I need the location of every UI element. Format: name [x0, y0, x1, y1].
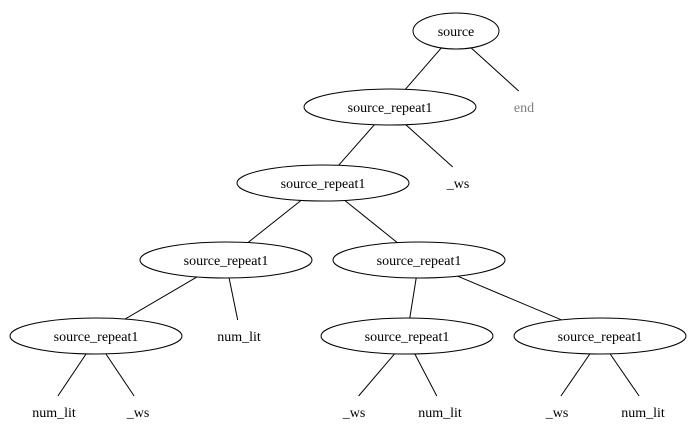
tree-node-ellipse: [236, 164, 410, 202]
tree-node-label: num_lit: [418, 406, 462, 421]
tree-leaf: end: [514, 101, 534, 116]
tree-node-label: end: [514, 101, 534, 116]
tree-node: source_repeat1: [303, 88, 477, 126]
tree-node-label: source: [438, 25, 475, 40]
tree-edges: [57, 47, 640, 397]
tree-edge: [405, 124, 454, 168]
tree-edge: [344, 200, 398, 243]
tree-leaf: _ws: [446, 177, 470, 192]
tree-node-label: _ws: [446, 177, 470, 192]
tree-node-label: source_repeat1: [184, 254, 269, 269]
tree-edge: [228, 277, 239, 321]
tree-node-label: source_repeat1: [365, 330, 450, 345]
tree-edge: [247, 200, 302, 243]
tree-edge: [609, 353, 640, 397]
tree-node-ellipse: [139, 241, 313, 279]
tree-edge: [57, 353, 87, 397]
tree-node-ellipse: [332, 241, 506, 279]
tree-node-label: source_repeat1: [281, 177, 366, 192]
tree-leaf: num_lit: [418, 406, 462, 421]
tree-leaf: num_lit: [32, 406, 76, 421]
tree-leaf: num_lit: [217, 330, 261, 345]
tree-edge: [358, 353, 395, 397]
tree-nodes: source source_repeat1 end source_repeat1 _ws…: [9, 12, 687, 421]
tree-node-label: num_lit: [217, 330, 261, 345]
tree-edge: [405, 47, 442, 90]
tree-node-label: source_repeat1: [558, 330, 643, 345]
tree-node: source_repeat1: [236, 164, 410, 202]
tree-node: source_repeat1: [139, 241, 313, 279]
tree-edge: [457, 275, 562, 321]
tree-node-ellipse: [320, 317, 494, 355]
tree-node-label: source_repeat1: [348, 101, 433, 116]
tree-edge: [560, 353, 591, 397]
tree-node: source_repeat1: [513, 317, 687, 355]
tree-node-label: _ws: [545, 406, 569, 421]
tree-node-ellipse: [513, 317, 687, 355]
tree-node-label: num_lit: [32, 406, 76, 421]
tree-node: source: [412, 12, 500, 50]
tree-edge: [105, 353, 135, 397]
tree-edge: [414, 353, 438, 397]
tree-node-label: _ws: [342, 406, 366, 421]
tree-edge: [470, 47, 520, 92]
tree-leaf: _ws: [342, 406, 366, 421]
tree-node-label: _ws: [126, 406, 150, 421]
tree-node: source_repeat1: [332, 241, 506, 279]
tree-edge: [124, 276, 198, 320]
tree-node-ellipse: [303, 88, 477, 126]
tree-edge: [409, 277, 417, 319]
tree-node-label: source_repeat1: [54, 330, 139, 345]
tree-node-ellipse: [9, 317, 183, 355]
tree-leaf: _ws: [545, 406, 569, 421]
tree-node-ellipse: [412, 12, 500, 50]
tree-node-label: num_lit: [621, 406, 665, 421]
tree-node: source_repeat1: [320, 317, 494, 355]
tree-leaf: _ws: [126, 406, 150, 421]
tree-leaf: num_lit: [621, 406, 665, 421]
tree-node-label: source_repeat1: [377, 254, 462, 269]
tree-edge: [338, 124, 375, 166]
tree-node: source_repeat1: [9, 317, 183, 355]
